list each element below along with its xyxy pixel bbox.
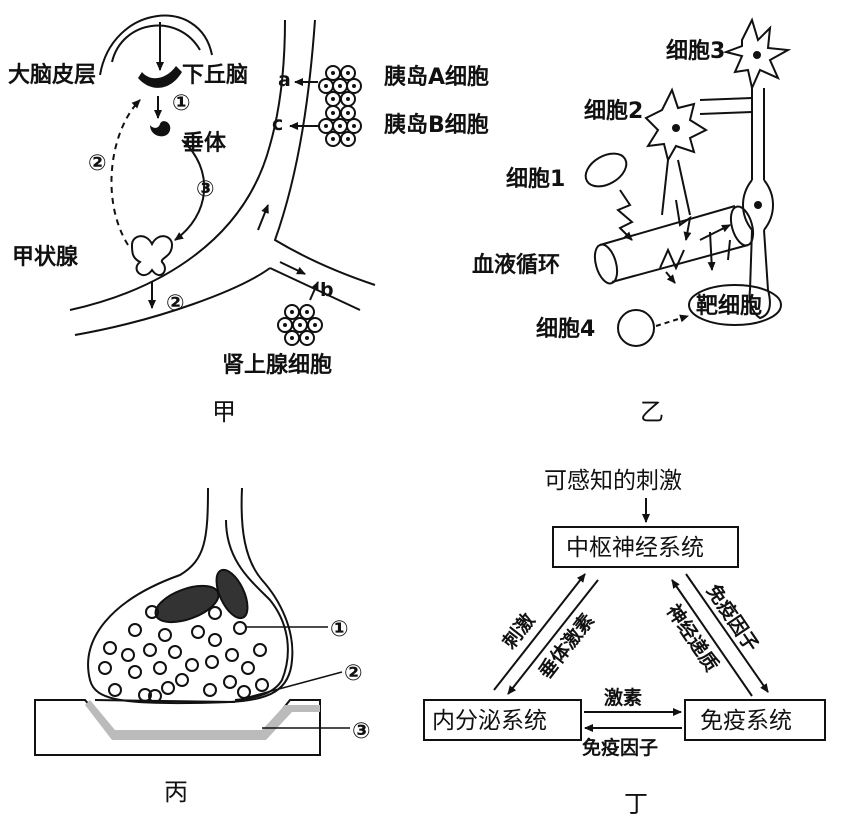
cortex-label: 大脑皮层 [8, 62, 96, 88]
endocrine-label: 内分泌系统 [432, 708, 547, 734]
immune-box [684, 699, 826, 741]
caption-a: 甲 [212, 398, 236, 426]
endocrine-box [423, 699, 582, 741]
panel-c: ① ② ③ 丙 [34, 487, 371, 806]
hypothalamus-label: 下丘脑 [182, 62, 248, 88]
marker-1: ① [172, 91, 191, 116]
target-cell [688, 284, 782, 326]
cell3-label: 细胞3 [666, 38, 725, 64]
marker-2-output: ② [166, 291, 185, 316]
mitochondria [154, 568, 249, 624]
thyroid-label: 甲状腺 [12, 245, 79, 270]
label-stimulate: 刺激 [498, 609, 540, 653]
immune-label: 免疫系统 [700, 708, 792, 734]
panel-a: 大脑皮层 下丘脑 ① 垂体 ② ③ 甲状腺 ② a c b 胰岛A细胞 胰岛B细… [8, 14, 489, 426]
islet-a-cells [318, 65, 362, 107]
label-b: b [320, 279, 334, 301]
stimulus-label: 可感知的刺激 [544, 468, 682, 494]
adrenal-label: 肾上腺细胞 [222, 352, 332, 378]
label-a: a [278, 69, 291, 91]
thyroid-shape [130, 235, 174, 276]
cell1-shape [584, 152, 628, 188]
label-hormone: 激素 [604, 686, 642, 709]
marker-c2: ② [344, 661, 363, 686]
hypothalamus-shape [138, 66, 182, 88]
cell4-label: 细胞4 [536, 316, 595, 342]
target-label: 靶细胞 [696, 293, 762, 319]
marker-2-feedback: ② [88, 151, 107, 176]
islet-b-label: 胰岛B细胞 [384, 112, 489, 138]
cell2-label: 细胞2 [584, 98, 643, 124]
marker-3: ③ [196, 177, 215, 202]
cns-box [552, 526, 739, 568]
islet-a-label: 胰岛A细胞 [384, 64, 489, 90]
label-immune-factor-up: 免疫因子 [702, 580, 764, 656]
caption-d: 丁 [624, 790, 648, 818]
blood-label: 血液循环 [472, 252, 560, 278]
cns-label: 中枢神经系统 [566, 535, 704, 561]
islet-b-cells [318, 105, 362, 147]
label-immune-factor-bottom: 免疫因子 [582, 736, 658, 759]
cell2-neuron [644, 87, 709, 163]
pituitary-label: 垂体 [182, 131, 227, 156]
cell3-neuron [722, 17, 792, 92]
vesicles [98, 605, 269, 703]
label-c: c [272, 113, 283, 135]
pituitary-shape [150, 121, 171, 137]
cell4-shape [617, 309, 655, 347]
blood-vessel [593, 205, 755, 285]
panel-b: 细胞3 细胞2 细胞1 血液循环 靶细胞 细胞4 乙 [472, 17, 792, 426]
panel-d: 可感知的刺激 中枢神经系统 内分泌系统 免疫系统 刺激 垂体激素 神经递质 免疫… [423, 468, 826, 818]
caption-c: 丙 [164, 778, 188, 806]
adrenal-cells [277, 304, 323, 346]
marker-c1: ① [330, 617, 349, 642]
caption-b: 乙 [640, 398, 664, 426]
marker-c3: ③ [352, 719, 371, 744]
cell1-label: 细胞1 [506, 166, 565, 192]
